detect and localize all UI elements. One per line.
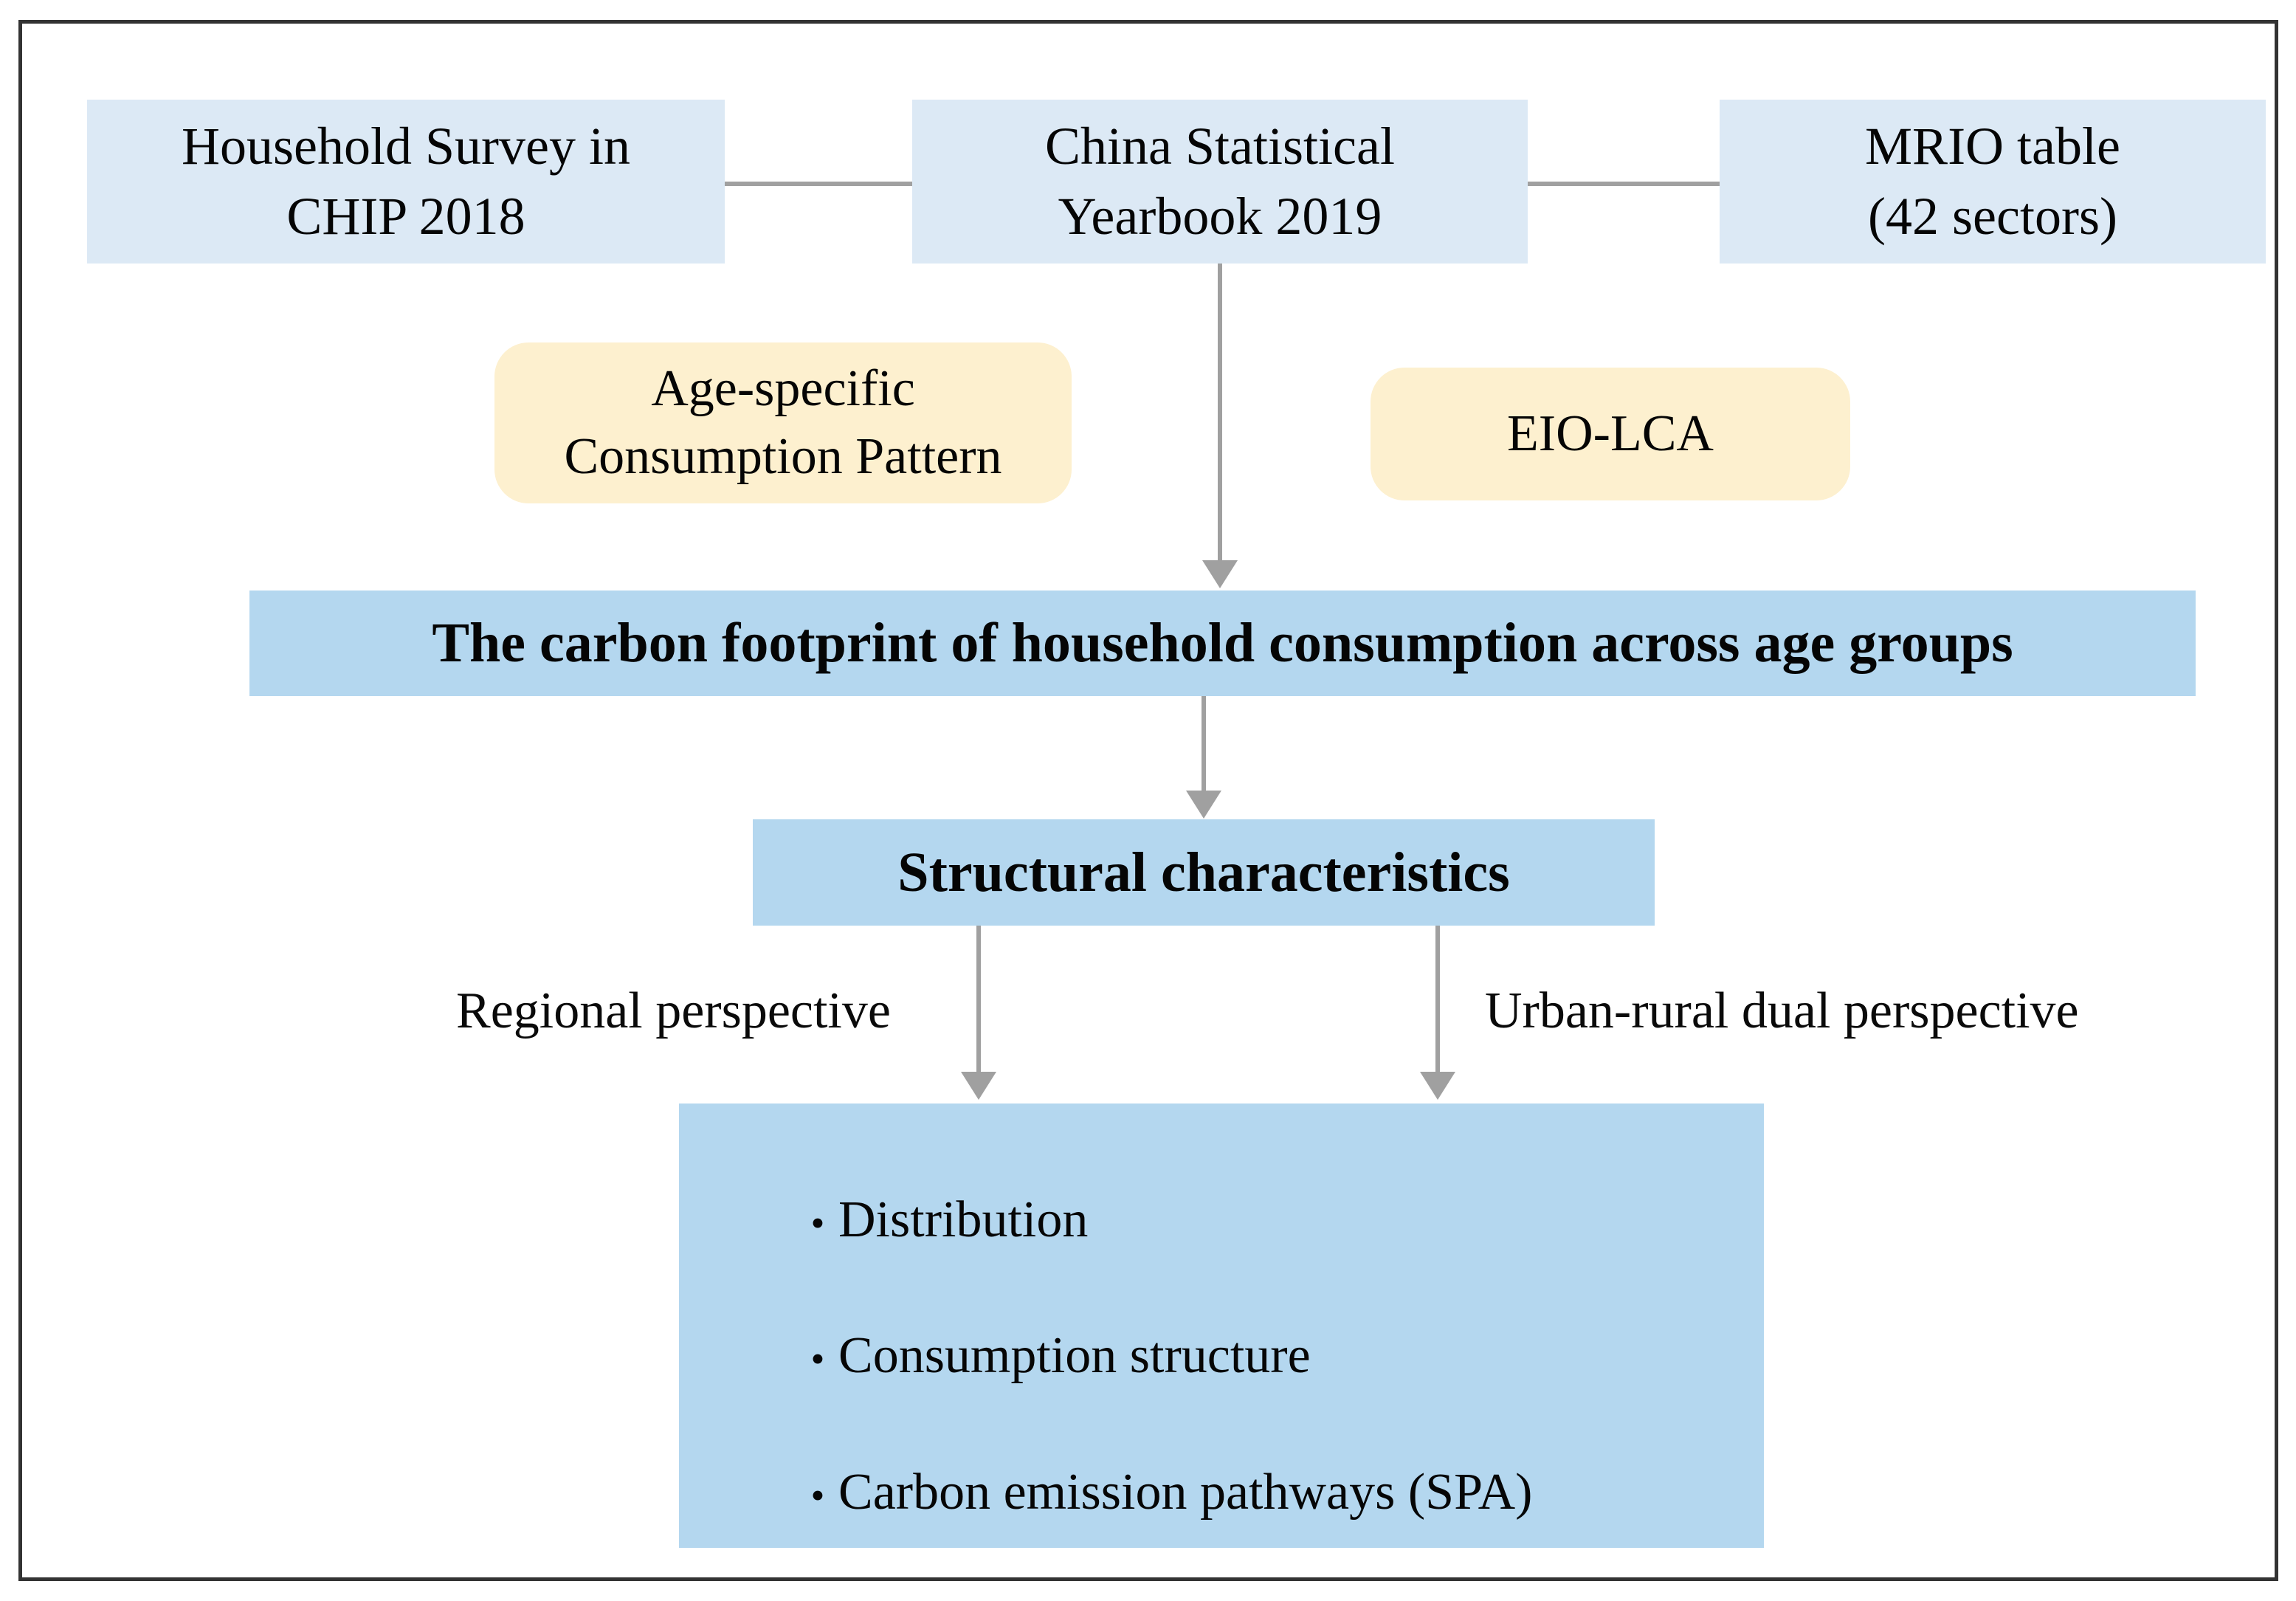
arrow-main-title-to-structural xyxy=(1202,696,1206,792)
method-age-line2: Consumption Pattern xyxy=(564,428,1002,485)
connector-household-yearbook xyxy=(725,182,914,186)
list-item[interactable]: • Consumption structure xyxy=(797,1322,1764,1390)
structural-characteristics-box[interactable]: Structural characteristics xyxy=(753,819,1655,926)
bullet-icon: • xyxy=(810,1473,825,1518)
main-title-bar[interactable]: The carbon footprint of household consum… xyxy=(249,591,2196,696)
source-yearbook-line1: China Statistical xyxy=(1045,116,1395,176)
method-box-eio-lca[interactable]: EIO-LCA xyxy=(1371,368,1850,500)
outcome-label-consumption-structure: Consumption structure xyxy=(838,1327,1311,1385)
source-box-mrio-table[interactable]: MRIO table (42 sectors) xyxy=(1720,100,2266,264)
list-item[interactable]: • Distribution xyxy=(797,1186,1764,1254)
main-title-label: The carbon footprint of household consum… xyxy=(432,612,2013,675)
edge-label-urban-rural-dual-perspective: Urban-rural dual perspective xyxy=(1485,982,2079,1039)
outcomes-box[interactable]: • Distribution • Consumption structure •… xyxy=(679,1104,1764,1548)
source-mrio-line1: MRIO table xyxy=(1865,116,2120,176)
source-household-line1: Household Survey in xyxy=(182,116,630,176)
arrow-yearbook-to-main-title xyxy=(1218,264,1222,562)
arrowhead-main-title-to-structural xyxy=(1186,791,1221,819)
diagram-frame: Household Survey in CHIP 2018 China Stat… xyxy=(18,20,2278,1581)
arrowhead-yearbook-to-main-title xyxy=(1202,560,1238,588)
arrow-structural-to-outcomes-right xyxy=(1435,926,1440,1073)
bullet-icon: • xyxy=(810,1337,825,1382)
method-eiolca-label: EIO-LCA xyxy=(1507,404,1714,462)
outcome-label-distribution: Distribution xyxy=(838,1191,1089,1248)
list-item[interactable]: • Carbon emission pathways (SPA) xyxy=(797,1459,1764,1526)
bullet-icon: • xyxy=(810,1201,825,1245)
source-box-china-statistical-yearbook[interactable]: China Statistical Yearbook 2019 xyxy=(912,100,1528,264)
edge-label-regional-perspective: Regional perspective xyxy=(456,982,891,1039)
arrowhead-structural-to-outcomes-right xyxy=(1420,1072,1455,1100)
source-yearbook-line2: Yearbook 2019 xyxy=(1058,187,1382,246)
method-box-age-specific-consumption-pattern[interactable]: Age-specific Consumption Pattern xyxy=(494,342,1072,503)
outcome-label-carbon-emission-pathways: Carbon emission pathways (SPA) xyxy=(838,1463,1533,1521)
arrow-structural-to-outcomes-left xyxy=(976,926,981,1073)
source-box-household-survey[interactable]: Household Survey in CHIP 2018 xyxy=(87,100,725,264)
structural-characteristics-label: Structural characteristics xyxy=(897,841,1510,903)
arrowhead-structural-to-outcomes-left xyxy=(961,1072,996,1100)
source-mrio-line2: (42 sectors) xyxy=(1868,187,2117,246)
connector-yearbook-mrio xyxy=(1528,182,1721,186)
source-household-line2: CHIP 2018 xyxy=(286,187,525,246)
method-age-line1: Age-specific xyxy=(651,359,915,417)
